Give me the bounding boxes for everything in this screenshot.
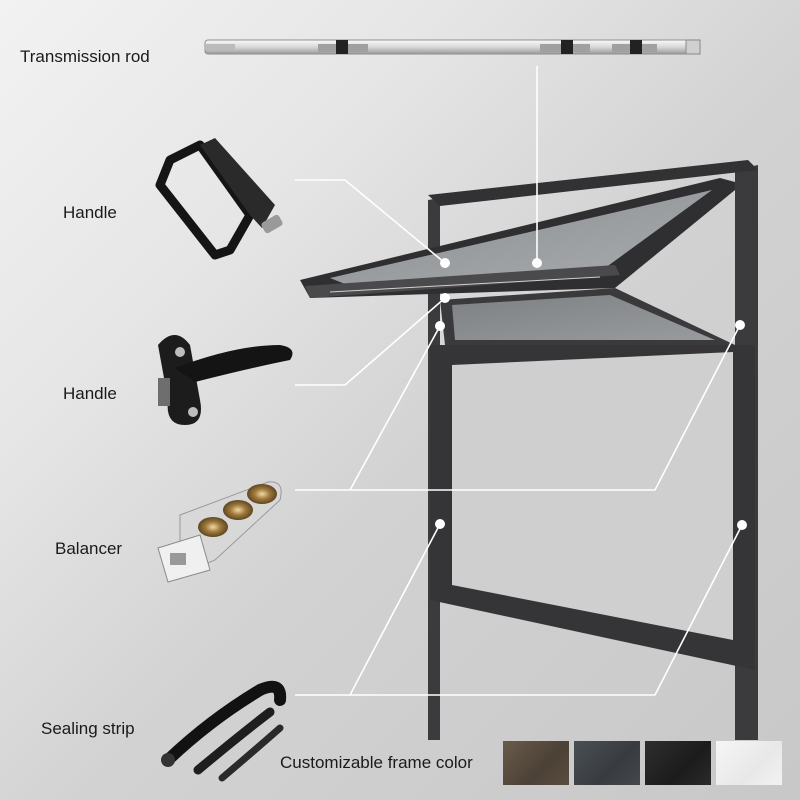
- label-handle-lever: Handle: [63, 384, 117, 403]
- balancer-icon: [157, 481, 282, 583]
- pointer-dots: [435, 258, 747, 530]
- transmission-rod-icon: [204, 39, 701, 55]
- pointer-lines: [295, 66, 743, 696]
- color-swatch-gray: [574, 741, 640, 785]
- label-handle-top: Handle: [63, 203, 117, 222]
- window-frame-icon: [300, 160, 758, 740]
- color-swatch-black: [645, 741, 711, 785]
- color-swatch-bronze: [503, 741, 569, 785]
- color-swatch-white: [716, 741, 782, 785]
- label-customizable-color: Customizable frame color: [280, 753, 473, 772]
- label-balancer: Balancer: [55, 539, 123, 558]
- pull-handle-icon: [155, 138, 283, 260]
- lever-handle-icon: [158, 335, 293, 425]
- label-sealing-strip: Sealing strip: [41, 719, 135, 738]
- sealing-strip-icon: [161, 680, 287, 782]
- label-transmission-rod: Transmission rod: [20, 47, 150, 66]
